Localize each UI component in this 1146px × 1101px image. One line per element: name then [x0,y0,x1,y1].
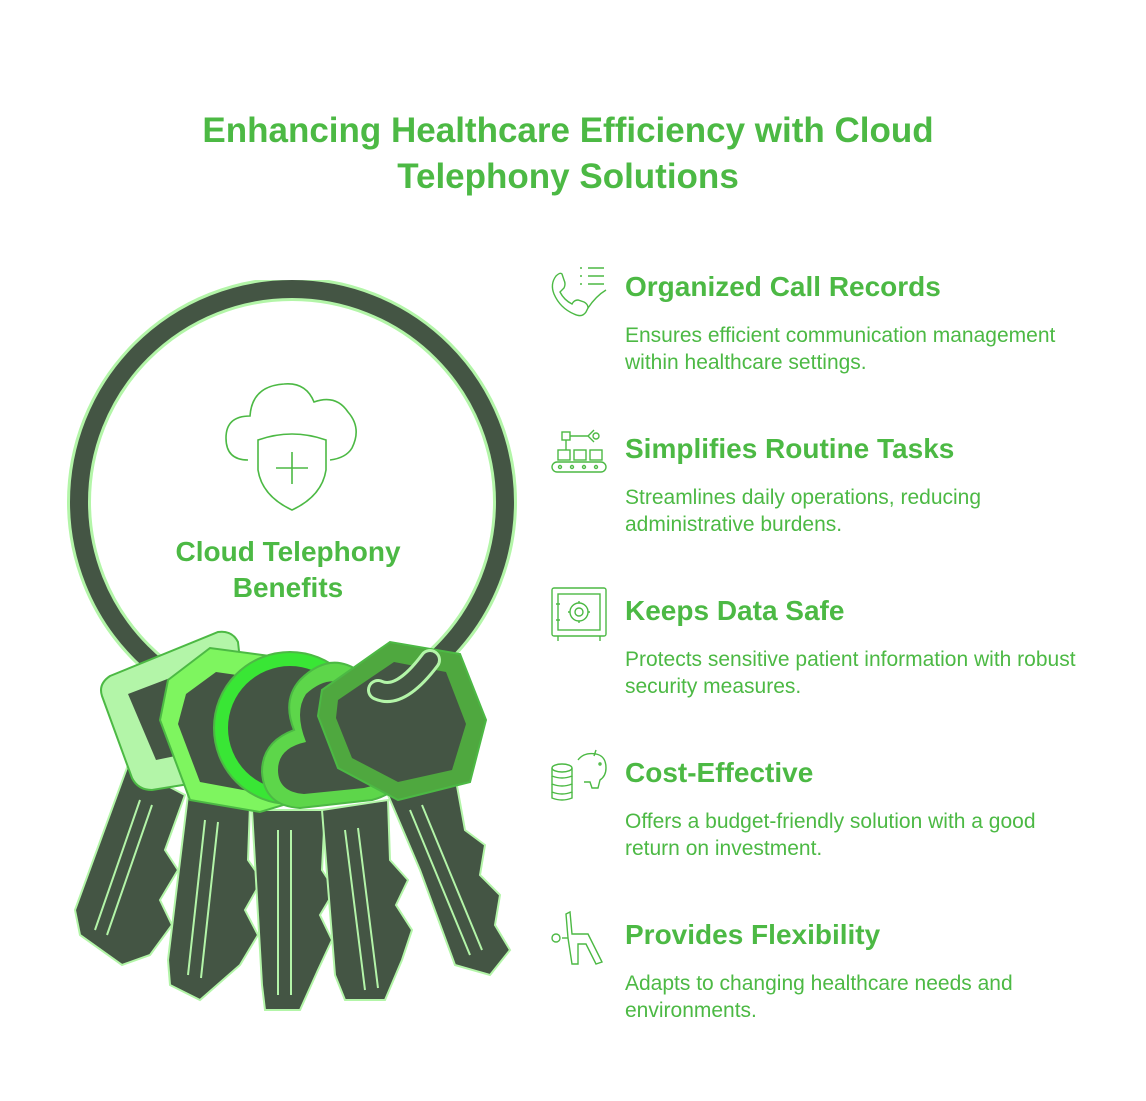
benefit-description: Streamlines daily operations, reducing a… [625,486,982,536]
center-label: Cloud Telephony Benefits [128,534,448,606]
benefit-heading: Organized Call Records [625,271,941,302]
center-label-line-1: Cloud Telephony [175,536,401,567]
keyring-illustration [67,280,517,1011]
benefit-description: Ensures efficient communication manageme… [625,324,1056,374]
benefit-heading: Provides Flexibility [625,919,881,950]
page-title: Enhancing Healthcare Efficiency with Clo… [0,108,1136,200]
page-title-line-2: Telephony Solutions [397,157,739,196]
key-blade-5 [386,773,512,977]
benefit-description: Protects sensitive patient information w… [625,648,1076,698]
conveyor-robot-arm-icon [548,422,610,484]
phone-list-icon [548,260,610,322]
benefit-description: Offers a budget-friendly solution with a… [625,810,1036,860]
benefit-heading: Simplifies Routine Tasks [625,433,955,464]
benefit-organized-call-records: Organized Call Records Ensures efficient… [548,260,1108,400]
key-blade-4 [320,798,414,1001]
safe-icon [548,584,610,646]
stretching-person-icon [548,908,610,970]
benefit-description: Adapts to changing healthcare needs and … [625,972,1013,1022]
benefit-cost-effective: Cost-Effective Offers a budget-friendly … [548,746,1108,886]
key-blade-3 [250,809,337,1011]
benefit-keeps-data-safe: Keeps Data Safe Protects sensitive patie… [548,584,1108,724]
benefit-simplifies-routine-tasks: Simplifies Routine Tasks Streamlines dai… [548,422,1108,562]
cloud-shield-plus-icon [225,383,357,511]
key-blade-2 [166,793,264,1002]
center-label-line-2: Benefits [232,572,344,603]
piggy-bank-coins-icon [548,746,610,808]
page-title-line-1: Enhancing Healthcare Efficiency with Clo… [202,111,934,150]
benefit-heading: Cost-Effective [625,757,814,788]
key-blade-1 [73,763,187,967]
benefit-heading: Keeps Data Safe [625,595,845,626]
benefit-provides-flexibility: Provides Flexibility Adapts to changing … [548,908,1108,1048]
